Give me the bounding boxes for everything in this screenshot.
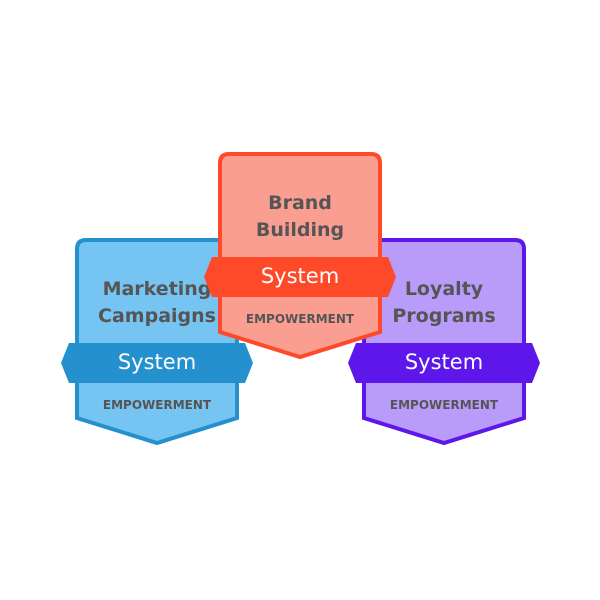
badge-ribbon-label: System bbox=[118, 350, 196, 374]
badge-title-line2: Programs bbox=[392, 305, 495, 327]
badge-footer: EMPOWERMENT bbox=[103, 398, 212, 412]
badge-ribbon-label: System bbox=[261, 264, 339, 288]
badge-title-line2: Campaigns bbox=[98, 305, 216, 327]
badge-title-line2: Building bbox=[256, 219, 344, 241]
badge-loyalty-programs: Loyalty Programs System EMPOWERMENT bbox=[348, 238, 540, 445]
badge-footer: EMPOWERMENT bbox=[390, 398, 499, 412]
badge-title-line1: Loyalty bbox=[405, 278, 484, 300]
badge-footer: EMPOWERMENT bbox=[246, 312, 355, 326]
badge-title-line1: Brand bbox=[268, 192, 332, 214]
badge-ribbon-label: System bbox=[405, 350, 483, 374]
badge-title-line1: Marketing bbox=[103, 278, 212, 300]
badge-brand-building: Brand Building System EMPOWERMENT bbox=[204, 152, 396, 359]
badge-shield bbox=[218, 152, 382, 359]
badge-marketing-campaigns: Marketing Campaigns System EMPOWERMENT bbox=[61, 238, 253, 445]
